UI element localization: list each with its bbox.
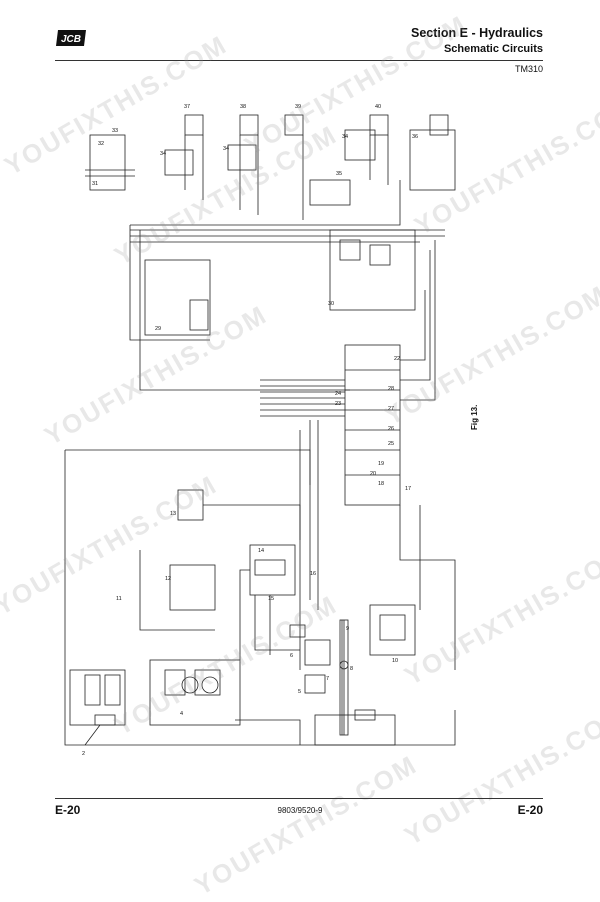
svg-text:4: 4 — [180, 711, 183, 717]
svg-text:8: 8 — [350, 666, 353, 672]
svg-text:38: 38 — [240, 104, 246, 110]
svg-text:39: 39 — [295, 104, 301, 110]
document-number: 9803/9520-9 — [277, 806, 323, 815]
svg-text:24: 24 — [335, 391, 341, 397]
svg-text:9: 9 — [346, 626, 349, 632]
figure-label: Fig 13. — [470, 404, 479, 430]
svg-text:19: 19 — [378, 461, 384, 467]
page-number-left: E-20 — [55, 803, 81, 817]
svg-text:27: 27 — [388, 406, 394, 412]
header-rule — [55, 60, 543, 61]
svg-text:35: 35 — [336, 171, 342, 177]
svg-text:32: 32 — [98, 141, 104, 147]
svg-text:7: 7 — [326, 676, 329, 682]
svg-text:13: 13 — [170, 511, 176, 517]
svg-text:16: 16 — [310, 571, 316, 577]
svg-text:20: 20 — [370, 471, 376, 477]
svg-text:28: 28 — [388, 386, 394, 392]
svg-text:36: 36 — [412, 134, 418, 140]
svg-text:2: 2 — [82, 751, 85, 757]
section-title: Section E - Hydraulics — [411, 26, 543, 40]
svg-text:26: 26 — [388, 426, 394, 432]
svg-text:6: 6 — [290, 653, 293, 659]
svg-text:40: 40 — [375, 104, 381, 110]
svg-text:23: 23 — [335, 401, 341, 407]
svg-text:18: 18 — [378, 481, 384, 487]
watermark: YOUFIXTHIS.COM — [189, 749, 423, 902]
svg-text:33: 33 — [112, 128, 118, 134]
svg-text:11: 11 — [116, 596, 122, 602]
svg-text:30: 30 — [328, 301, 334, 307]
section-subtitle: Schematic Circuits — [443, 43, 543, 55]
model-number: TM310 — [514, 64, 543, 74]
svg-text:34: 34 — [342, 134, 348, 140]
svg-text:14: 14 — [258, 548, 264, 554]
svg-text:5: 5 — [298, 689, 301, 695]
jcb-logo: JCB — [56, 30, 86, 46]
svg-text:10: 10 — [392, 658, 398, 664]
svg-text:31: 31 — [92, 181, 98, 187]
footer-rule — [55, 798, 543, 799]
svg-text:37: 37 — [184, 104, 190, 110]
svg-text:34: 34 — [160, 151, 166, 157]
svg-text:15: 15 — [268, 596, 274, 602]
svg-text:22: 22 — [394, 356, 400, 362]
svg-text:34: 34 — [223, 146, 229, 152]
svg-text:17: 17 — [405, 486, 411, 492]
page-number-right: E-20 — [517, 803, 543, 817]
svg-text:29: 29 — [155, 326, 161, 332]
svg-text:12: 12 — [165, 576, 171, 582]
svg-text:25: 25 — [388, 441, 394, 447]
svg-text:JCB: JCB — [61, 34, 81, 45]
